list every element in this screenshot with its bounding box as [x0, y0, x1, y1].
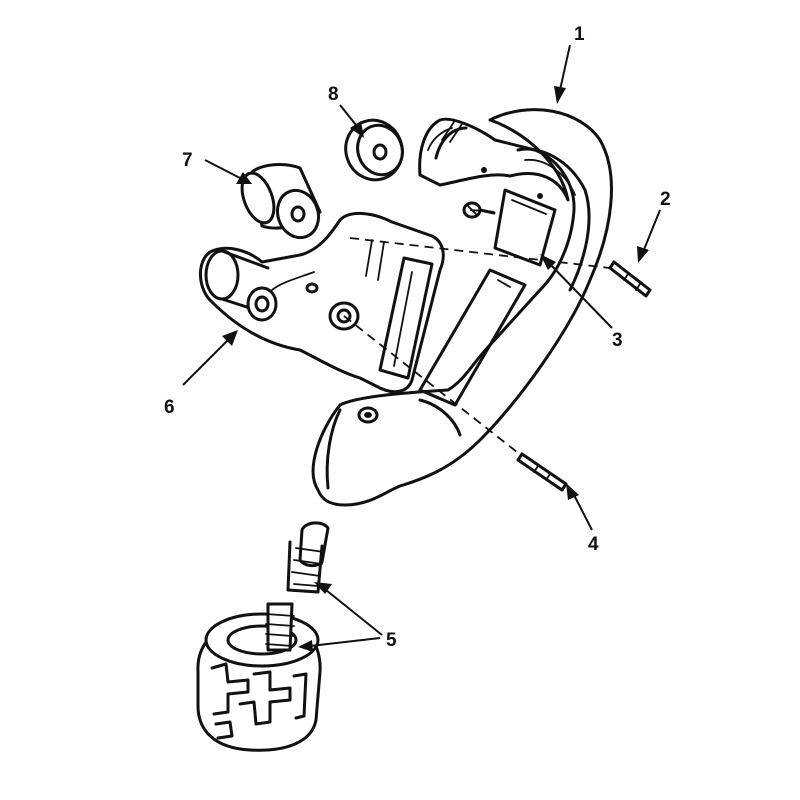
pin-part-4: [516, 452, 568, 492]
cutter-wheel-part-8: [344, 118, 404, 182]
leader-lines: [182, 44, 661, 652]
callout-1: 1: [574, 24, 585, 45]
callout-7: 7: [182, 150, 193, 171]
callout-labels: 1 2 3 4 5 6 7 8: [164, 24, 671, 651]
callout-5: 5: [386, 630, 397, 651]
frame-part-1: [311, 108, 613, 507]
pin-part-2: [608, 260, 652, 298]
feed-knob-part-5: [196, 602, 322, 752]
callout-6: 6: [164, 397, 175, 418]
callout-4: 4: [588, 534, 599, 555]
spring-part-5: [286, 521, 330, 594]
callout-3: 3: [612, 330, 623, 351]
callout-8: 8: [328, 84, 339, 105]
roller-part-7: [240, 163, 322, 240]
assembly-lines: [343, 209, 611, 457]
callout-2: 2: [660, 189, 671, 210]
